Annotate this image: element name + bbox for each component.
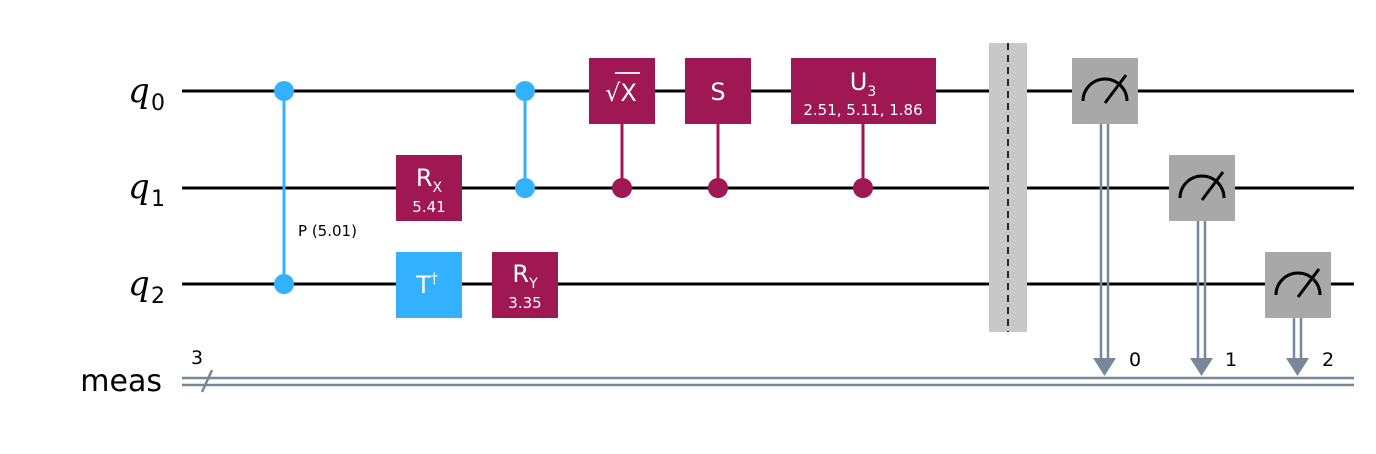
- control-dot: [853, 178, 873, 198]
- meter-icon: [1081, 74, 1129, 104]
- register-size: 3: [191, 347, 203, 369]
- rx-gate-param: 5.41: [412, 198, 445, 216]
- control-dot: [515, 81, 535, 101]
- wire-label-q0: q 0: [128, 71, 165, 116]
- bus-slash: [200, 369, 214, 393]
- cp-gate-label: P (5.01): [298, 222, 357, 240]
- measure-bit-0: 0: [1129, 349, 1141, 371]
- meter-icon: [1178, 171, 1226, 201]
- ry-gate-param: 3.35: [508, 294, 541, 312]
- control-dot: [708, 178, 728, 198]
- cs-gate: S: [685, 58, 751, 198]
- svg-text:q: q: [128, 264, 150, 304]
- rx-gate: RX 5.41: [396, 155, 462, 221]
- svg-text:RY: RY: [512, 260, 538, 292]
- wire-label-meas: meas: [80, 364, 162, 399]
- svg-text:1: 1: [151, 187, 165, 212]
- svg-text:0: 0: [151, 91, 165, 116]
- measure-bit-1: 1: [1225, 349, 1237, 371]
- svg-text:2: 2: [151, 284, 165, 309]
- barrier: [989, 43, 1027, 332]
- svg-text:RX: RX: [416, 164, 443, 196]
- svg-text:q: q: [128, 71, 150, 111]
- control-dot: [274, 81, 294, 101]
- measure-gate-q2: 2: [1265, 252, 1334, 376]
- wire-label-q1: q 1: [128, 167, 165, 212]
- wire-label-q2: q 2: [128, 264, 165, 309]
- measure-gate-q1: 1: [1169, 155, 1237, 376]
- control-dot: [274, 274, 294, 294]
- cp-gate: P (5.01): [274, 81, 357, 294]
- control-dot: [515, 178, 535, 198]
- cu3-gate-param: 2.51, 5.11, 1.86: [803, 101, 922, 119]
- measure-bit-2: 2: [1322, 349, 1334, 371]
- control-dot: [612, 178, 632, 198]
- cu3-gate: U3 2.51, 5.11, 1.86: [791, 58, 936, 198]
- svg-text:q: q: [128, 167, 150, 207]
- svg-text:√X: √X: [605, 79, 637, 107]
- svg-text:T†: T†: [415, 271, 438, 299]
- tdg-gate: T†: [396, 252, 462, 318]
- arrow-down-icon: [1093, 358, 1116, 376]
- ry-gate: RY 3.35: [492, 252, 558, 318]
- csx-gate: √X: [589, 58, 655, 198]
- svg-text:U3: U3: [850, 68, 877, 100]
- measure-gate-q0: 0: [1072, 58, 1141, 376]
- cz-gate: [515, 81, 535, 198]
- svg-text:S: S: [710, 78, 725, 106]
- arrow-down-icon: [1190, 358, 1213, 376]
- arrow-down-icon: [1286, 358, 1309, 376]
- meter-icon: [1274, 268, 1322, 298]
- classical-register-meas: 3: [182, 347, 1354, 393]
